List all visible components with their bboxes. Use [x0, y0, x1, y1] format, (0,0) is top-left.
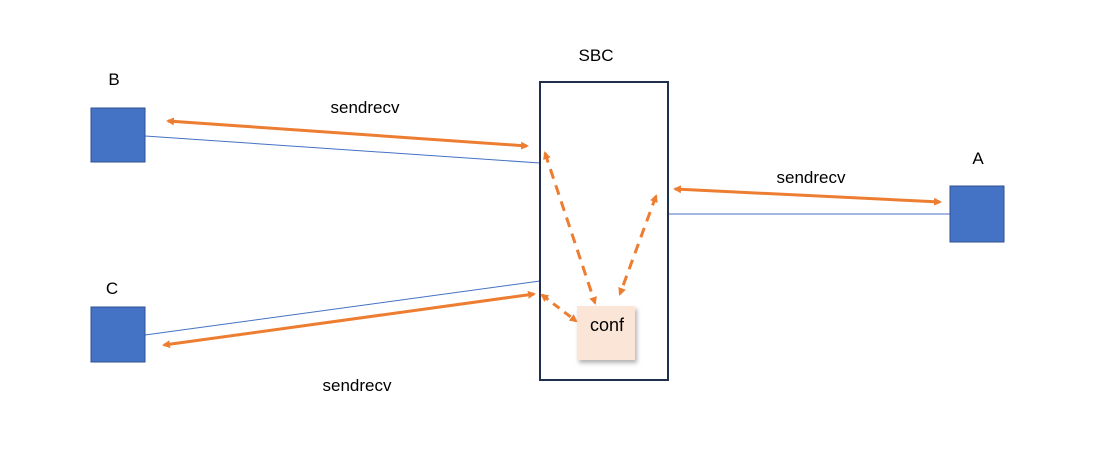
- internal-arrow-b-conf: [543, 151, 597, 305]
- endpoint-b-label: B: [108, 70, 119, 89]
- endpoint-b[interactable]: [90, 107, 146, 163]
- media-arrow-c-sbc: [162, 290, 536, 349]
- endpoint-a[interactable]: [949, 185, 1005, 243]
- media-arrow-b-sbc: [166, 117, 529, 150]
- signal-line-b-sbc: [144, 135, 541, 164]
- conf-box[interactable]: [577, 306, 635, 360]
- endpoint-c-label: C: [106, 279, 118, 298]
- signal-line-c-sbc: [144, 280, 541, 336]
- internal-arrow-a-conf: [618, 194, 658, 296]
- link-a-label: sendrecv: [777, 168, 846, 187]
- link-c-label: sendrecv: [323, 376, 392, 395]
- endpoint-c[interactable]: [90, 306, 146, 363]
- link-b-label: sendrecv: [331, 98, 400, 117]
- sbc-box[interactable]: [539, 81, 669, 381]
- sbc-label: SBC: [579, 46, 614, 65]
- media-arrow-sbc-a: [673, 185, 942, 206]
- internal-arrow-c-conf: [540, 293, 578, 323]
- endpoint-a-label: A: [972, 149, 984, 168]
- conf-label: conf: [590, 315, 625, 335]
